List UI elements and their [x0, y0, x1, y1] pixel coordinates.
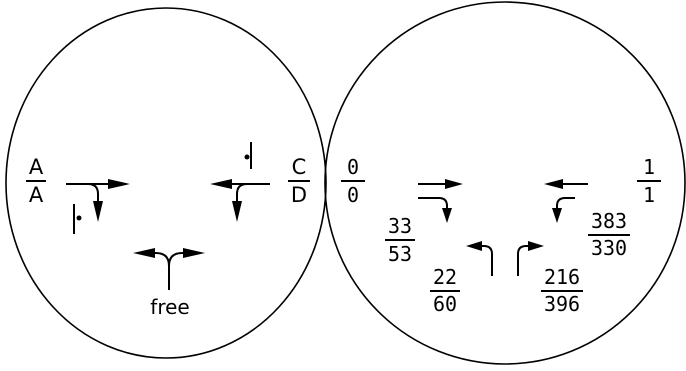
label-c-d: C D: [288, 155, 310, 207]
ratio-bottom-left-bottom: 60: [433, 292, 457, 316]
right-arrow-icon: [445, 179, 463, 189]
ratio-mid-right: 383 330: [588, 209, 630, 260]
ratio-bottom-right-bottom: 396: [544, 292, 580, 316]
bottom-approach-arrows: free: [133, 248, 205, 319]
left-signal-dot: [76, 215, 82, 221]
ratio-left-top: 0: [347, 155, 359, 179]
right-intersection: 0 0 1 1 33 53 383 330 22 60: [324, 1, 686, 365]
label-a-a: A A: [26, 155, 46, 207]
ratio-mid-right-top: 383: [591, 209, 627, 233]
r-bottom-left-turn: [480, 245, 493, 276]
ratio-mid-left-bottom: 53: [388, 242, 412, 266]
label-a-top: A: [29, 155, 44, 179]
down-arrow-icon: [232, 201, 242, 222]
ratio-left-bottom: 0: [347, 183, 359, 207]
r-left-turn-curve: [418, 197, 448, 210]
ratio-bottom-right-top: 216: [544, 265, 580, 289]
right-arrow-icon: [183, 248, 205, 258]
left-arrow-icon: [544, 179, 563, 189]
right-arrow-icon: [528, 241, 544, 251]
r-right-turn-curve: [556, 197, 575, 210]
ratio-mid-right-bottom: 330: [591, 236, 627, 260]
left-approach-arrows: [66, 179, 130, 234]
left-arrow-icon: [466, 241, 482, 251]
ratio-right-bottom: 1: [643, 183, 655, 207]
r-left-approach-arrows: [418, 179, 463, 223]
ratio-left: 0 0: [341, 155, 365, 207]
ratio-mid-left-top: 33: [388, 214, 412, 238]
ratio-right: 1 1: [637, 155, 661, 207]
right-signal-dot: [244, 154, 250, 160]
free-label: free: [150, 295, 189, 319]
left-circle: [5, 7, 327, 359]
left-turn-curve: [87, 183, 99, 203]
ratio-bottom-left-top: 22: [433, 265, 457, 289]
r-bottom-right-turn: [517, 245, 530, 276]
ratio-right-top: 1: [643, 155, 655, 179]
down-arrow-icon: [442, 208, 452, 223]
left-arrow-icon: [210, 179, 232, 189]
right-turn-curve: [236, 183, 248, 203]
ratio-bottom-right: 216 396: [541, 265, 583, 316]
left-arrow-icon: [133, 248, 155, 258]
label-a-bottom: A: [29, 183, 44, 207]
left-intersection: A A C D: [5, 7, 327, 359]
right-arrow-icon: [108, 179, 130, 189]
r-right-approach-arrows: [544, 179, 588, 223]
right-approach-arrows: [210, 142, 270, 222]
down-arrow-icon: [552, 208, 562, 223]
r-bottom-approach-arrows: [466, 241, 544, 276]
label-c-top: C: [292, 155, 307, 179]
ratio-mid-left: 33 53: [385, 214, 415, 266]
label-d-bottom: D: [291, 183, 307, 207]
bottom-split-right: [168, 252, 186, 267]
ratio-bottom-left: 22 60: [430, 265, 460, 316]
down-arrow-icon: [93, 201, 103, 222]
right-circle: [324, 1, 686, 365]
